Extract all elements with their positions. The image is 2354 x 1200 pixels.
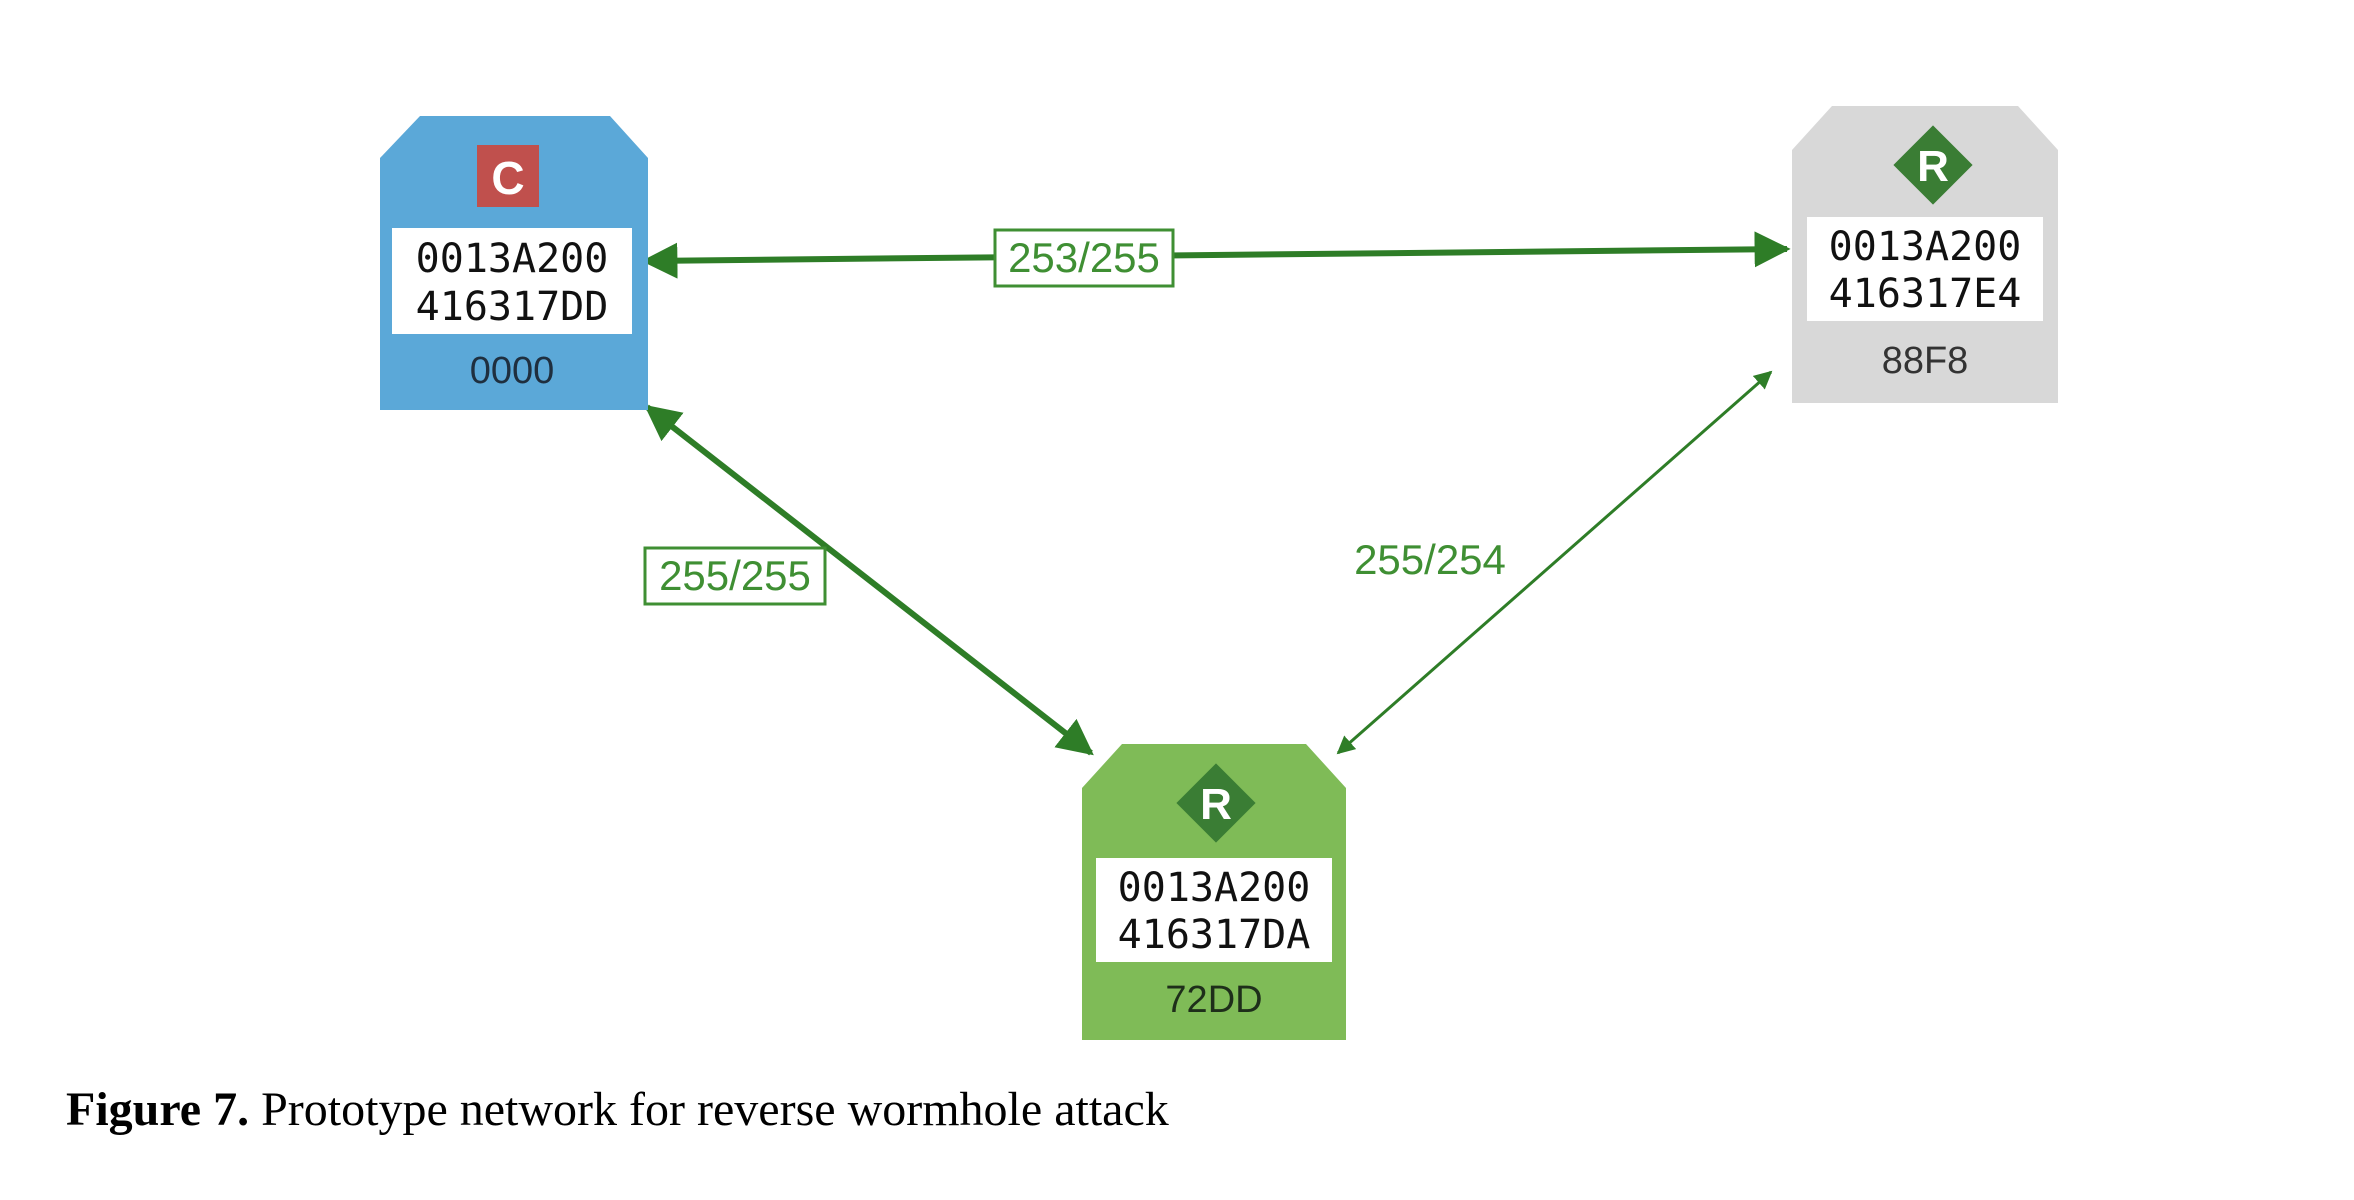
- address-line-1: 0013A200: [1118, 865, 1311, 911]
- edge-router-right-router-bottom: [1336, 370, 1773, 755]
- node-router-bottom[interactable]: R 0013A200 416317DA 72DD: [1082, 744, 1346, 1040]
- short-address: 0000: [470, 350, 555, 392]
- node-coordinator[interactable]: C 0013A200 416317DD 0000: [380, 116, 648, 410]
- router-badge-letter: R: [1917, 142, 1949, 191]
- figure-caption: Figure 7. Prototype network for reverse …: [66, 1082, 1169, 1137]
- edge-label-coordinator-router-bottom: 255/255: [643, 546, 827, 606]
- coordinator-badge: [477, 145, 539, 207]
- address-line-1: 0013A200: [1829, 224, 2022, 270]
- edge-label-coordinator-router-right: 253/255: [993, 228, 1175, 288]
- edge-label-text: 255/254: [1354, 536, 1506, 583]
- edge-label-text: 255/255: [659, 552, 811, 599]
- address-line-1: 0013A200: [416, 236, 609, 282]
- router-badge-letter: R: [1200, 780, 1232, 829]
- router-badge: [1176, 763, 1256, 843]
- edges: [641, 231, 1791, 756]
- edge-label-router-right-router-bottom: 255/254: [1354, 536, 1506, 583]
- address-box: [1807, 217, 2043, 321]
- edge-coordinator-router-bottom: [644, 404, 1094, 756]
- router-badge: [1893, 125, 1973, 205]
- address-line-2: 416317DA: [1118, 912, 1311, 958]
- edge-label-text: 253/255: [1008, 234, 1160, 281]
- address-line-2: 416317E4: [1829, 271, 2022, 317]
- edge-coordinator-router-right: [641, 231, 1791, 279]
- figure-label: Figure 7.: [66, 1083, 250, 1136]
- address-box: [392, 228, 632, 334]
- coordinator-badge-letter: C: [491, 152, 524, 204]
- node-router-right[interactable]: R 0013A200 416317E4 88F8: [1792, 106, 2058, 403]
- short-address: 88F8: [1882, 340, 1969, 382]
- short-address: 72DD: [1165, 979, 1262, 1021]
- figure-caption-text: Prototype network for reverse wormhole a…: [249, 1083, 1169, 1136]
- address-line-2: 416317DD: [416, 284, 609, 330]
- address-box: [1096, 858, 1332, 962]
